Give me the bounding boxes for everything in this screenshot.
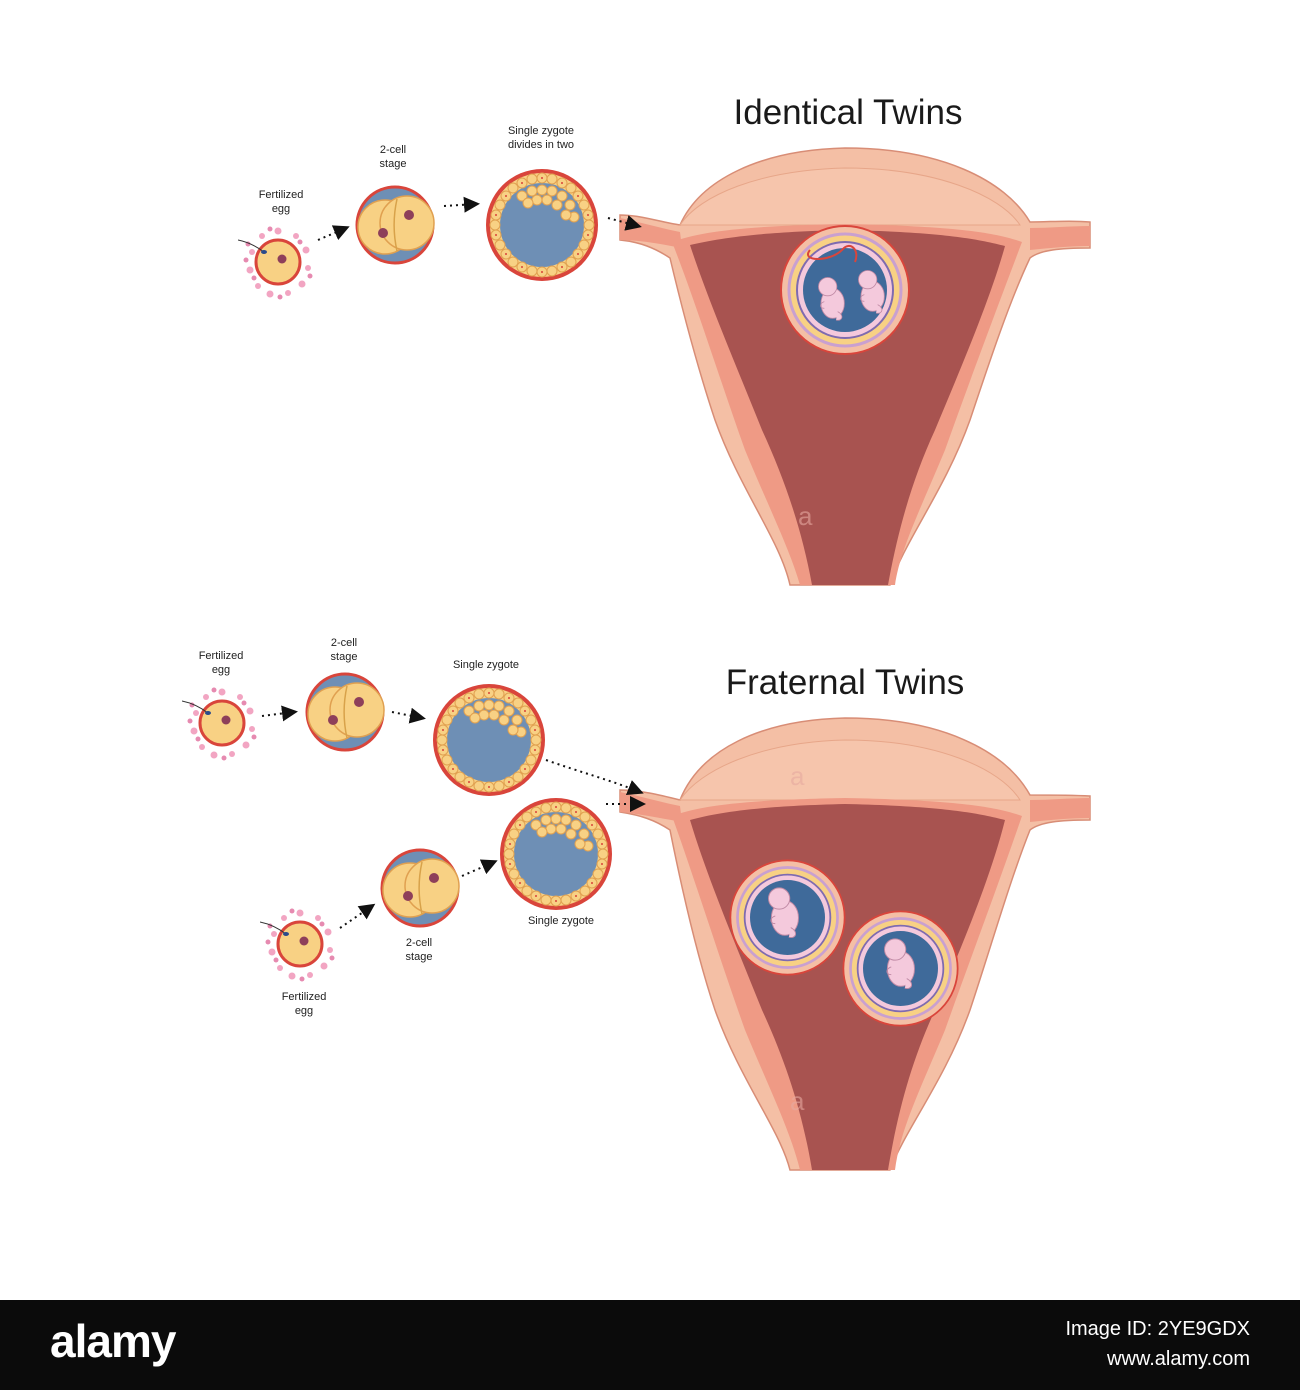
label-two-cell: 2-cell [380,144,406,156]
label-egg-a: egg [212,664,230,676]
label-single-zygote-a: Single zygote [453,659,519,671]
watermark-footer: alamy Image ID: 2YE9GDX www.alamy.com [0,1300,1300,1390]
label-stage: stage [380,158,407,170]
fraternal-twin-sac-b [842,910,959,1027]
zygote-icon [499,797,613,911]
arrow-icon [317,225,350,241]
fraternal-title: Fraternal Twins [726,663,965,702]
label-stage-a: stage [331,651,358,663]
label-single-zygote: Single zygote [508,125,574,137]
arrow-icon [607,215,642,231]
arrow-icon [261,705,298,722]
identical-uterus: a [619,147,1091,586]
image-id: Image ID: 2YE9GDX [1065,1318,1250,1340]
label-fertilized-a: Fertilized [199,650,244,662]
two-cell-icon [380,848,461,928]
label-divides: divides in two [508,139,574,151]
label-egg: egg [272,203,290,215]
fraternal-panel: Fraternal Twins a a Fertilized egg 2-cel… [182,637,1091,1171]
two-cell-icon [355,185,436,265]
arrow-icon [461,859,498,877]
fertilized-egg-icon [182,686,258,762]
label-fertilized-b: Fertilized [282,991,327,1003]
arrow-icon [391,707,426,724]
arrow-icon [545,759,644,795]
arrow-icon [339,903,376,929]
alamy-logo: alamy [50,1315,176,1367]
label-stage-b: stage [406,951,433,963]
zygote-icon [432,683,546,797]
label-fertilized: Fertilized [259,189,304,201]
fertilized-egg-icon [260,907,336,983]
label-egg-b: egg [295,1005,313,1017]
fertilized-egg-icon [238,225,314,301]
fraternal-twin-sac-a [729,859,846,976]
label-two-cell-b: 2-cell [406,937,432,949]
zygote-icon [485,168,599,282]
site-url: www.alamy.com [1107,1348,1250,1370]
label-two-cell-a: 2-cell [331,637,357,649]
svg-text:a: a [790,1086,805,1116]
twins-diagram: Identical Twins a Fertilized egg 2-cell … [182,93,1091,1171]
label-single-zygote-b: Single zygote [528,915,594,927]
identical-title: Identical Twins [734,93,963,132]
two-cell-icon [305,672,386,752]
svg-text:a: a [790,761,805,791]
identical-twin-sac [779,224,911,356]
identical-panel: Identical Twins a Fertilized egg 2-cell … [238,93,1091,586]
arrow-icon [443,196,480,213]
svg-text:a: a [798,501,813,531]
